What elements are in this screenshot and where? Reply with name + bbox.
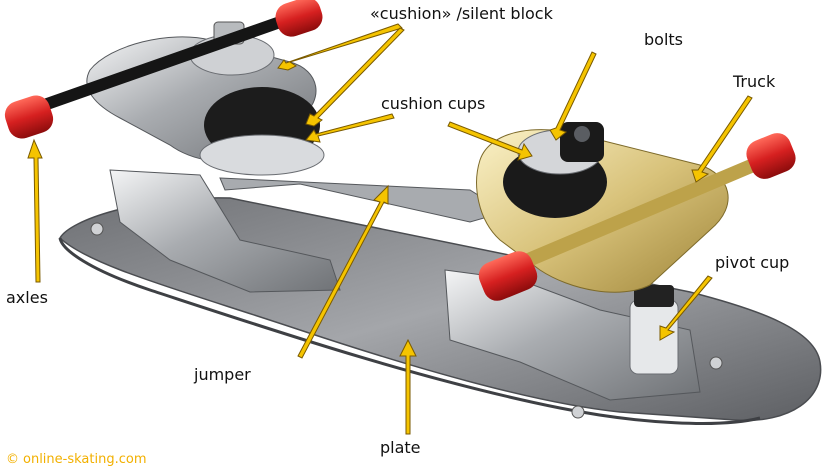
label-cushion-silent-block: «cushion» /silent block [370, 4, 553, 23]
label-bolts: bolts [644, 30, 683, 49]
callout-arrows [27, 23, 753, 435]
rear-axle [24, 9, 306, 116]
arrow-icon [305, 113, 395, 143]
plate-bolt [709, 356, 723, 370]
label-pivot-cup: pivot cup [715, 253, 790, 272]
label-axles: axles [6, 288, 48, 307]
front-axle [493, 151, 777, 279]
front-axle-stub-left [478, 251, 538, 301]
label-cushion-cups: cushion cups [381, 94, 486, 113]
label-jumper: jumper [194, 365, 251, 384]
copyright-symbol: © [6, 452, 19, 467]
arrow-icon [447, 121, 533, 161]
front-axle-stub-right [746, 133, 796, 179]
arrow-icon [691, 95, 753, 183]
arrow-icon [659, 275, 713, 341]
copyright-credit: © online-skating.com [6, 452, 146, 467]
plate-edge [58, 237, 761, 425]
arrow-icon [305, 27, 405, 127]
pivot-cup-shape [629, 299, 679, 375]
credit-text: online-skating.com [23, 452, 147, 467]
arrow-icon [27, 138, 43, 283]
plate-bolt [571, 405, 585, 419]
arrow-icon [549, 51, 597, 141]
arrow-icon [277, 23, 403, 71]
rear-axle-stub-right [275, 0, 323, 37]
plate-bolt [90, 222, 104, 236]
rear-axle-stub-left [4, 95, 54, 139]
arrow-icon [399, 338, 417, 435]
jumper-bar [219, 177, 507, 223]
rear-mount [109, 169, 341, 293]
arrow-icon [297, 184, 389, 359]
label-truck: Truck [733, 72, 776, 91]
label-plate: plate [380, 438, 421, 457]
